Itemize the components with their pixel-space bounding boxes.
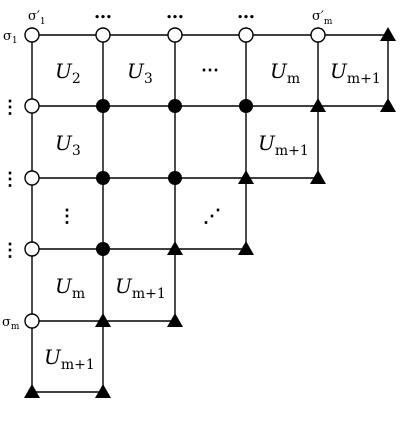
top-labels: σ′1 … … … σ′m: [28, 2, 333, 27]
open-node-left-4: [24, 313, 40, 329]
top-ellipsis-1: …: [94, 2, 112, 23]
filled-node-r1c3: [239, 99, 253, 113]
open-node-left-2: [24, 170, 40, 186]
triangle-node-r3c2: [167, 241, 183, 255]
open-nodes: [24, 27, 326, 329]
cell-u2: U2: [55, 59, 81, 87]
triangle-node-r3c3: [238, 241, 254, 255]
triangle-node-r1c4: [310, 98, 326, 112]
triangle-node-r0c5: [380, 27, 396, 41]
sigma-m-label: σm: [2, 315, 20, 332]
filled-node-r2c1: [96, 171, 110, 185]
open-node-top-4: [310, 27, 326, 43]
filled-node-r3c1: [96, 242, 110, 256]
sigma1-prime-label: σ′1: [28, 9, 46, 27]
filled-node-r1c1: [96, 99, 110, 113]
left-ellipsis-2: ⋮: [1, 169, 19, 190]
cell-labels: U2 U3 ⋯ Um Um+1 U3 Um+1 ⋮ ⋰ Um Um+1 Um+1: [44, 59, 381, 373]
open-node-top-1: [95, 27, 111, 43]
triangle-node-r4c2: [167, 313, 183, 327]
triangle-node-r5c0: [24, 384, 40, 398]
triangle-node-r2c3: [238, 170, 254, 184]
cell-um1-row5: Um+1: [44, 345, 95, 373]
cell-um1-row1: Um+1: [330, 59, 381, 87]
top-ellipsis-2: …: [166, 2, 184, 23]
open-node-top-3: [238, 27, 254, 43]
left-ellipsis-1: ⋮: [1, 97, 19, 118]
sigma-m-prime-label: σ′m: [312, 9, 333, 27]
open-node-left-1: [24, 98, 40, 114]
filled-node-r1c2: [168, 99, 182, 113]
triangle-nodes: [24, 27, 396, 398]
cell-row1-ellipsis: ⋯: [201, 60, 219, 81]
cell-u3-row1: U3: [127, 59, 153, 87]
left-ellipsis-3: ⋮: [1, 240, 19, 261]
filled-node-r2c2: [168, 171, 182, 185]
open-node-top-0: [24, 27, 40, 43]
cell-col-ellipsis: ⋮: [58, 206, 76, 227]
left-labels: σ1 ⋮ ⋮ ⋮ σm: [1, 29, 20, 332]
cell-um1-row4: Um+1: [115, 274, 166, 302]
sigma1-label: σ1: [3, 29, 18, 46]
cell-um-row1: Um: [270, 59, 300, 87]
triangle-node-r4c1: [95, 313, 111, 327]
cell-um-row4: Um: [55, 274, 85, 302]
open-node-left-3: [24, 241, 40, 257]
cell-um1-row2: Um+1: [258, 131, 309, 159]
cell-diag-ellipsis: ⋰: [203, 206, 221, 227]
top-ellipsis-3: …: [237, 2, 255, 23]
filled-nodes: [96, 99, 253, 256]
triangle-node-r5c1: [95, 384, 111, 398]
cell-u3-row2: U3: [55, 131, 81, 159]
open-node-top-2: [167, 27, 183, 43]
triangle-node-r1c5: [380, 98, 396, 112]
triangle-node-r2c4: [310, 170, 326, 184]
